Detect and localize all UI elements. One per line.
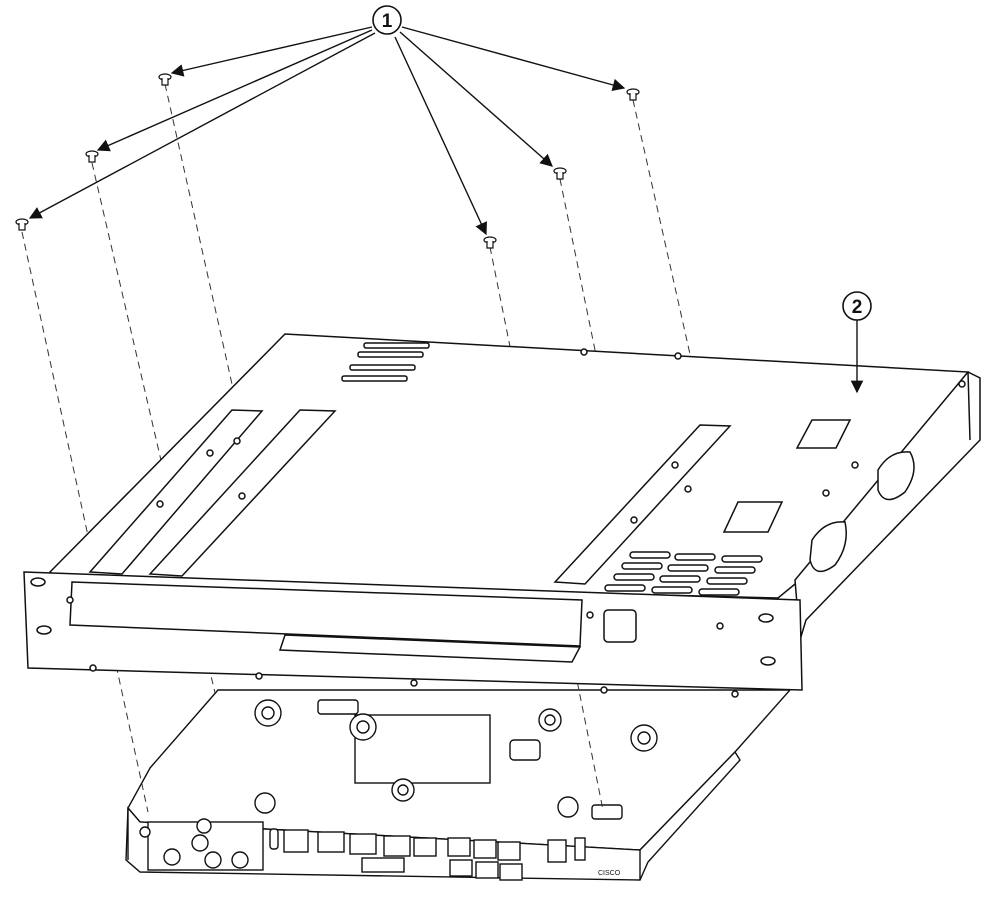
router-brand-label: CISCO [598,870,621,877]
callout-2-label: 2 [852,297,863,318]
rack-mount-bracket [23,333,981,698]
callout-2-bubble: 2 [842,291,872,321]
callout-1-label: 1 [382,11,393,32]
callout-1-leaders [28,26,626,236]
screws [15,73,640,249]
screw-icon [626,88,640,101]
screw-icon [85,150,99,163]
router-chassis [125,689,792,881]
screw-icon [158,73,172,86]
screw-icon [483,236,497,249]
screw-icon [15,218,29,231]
callout-1-bubble: 1 [372,5,402,35]
screw-icon [553,167,567,180]
